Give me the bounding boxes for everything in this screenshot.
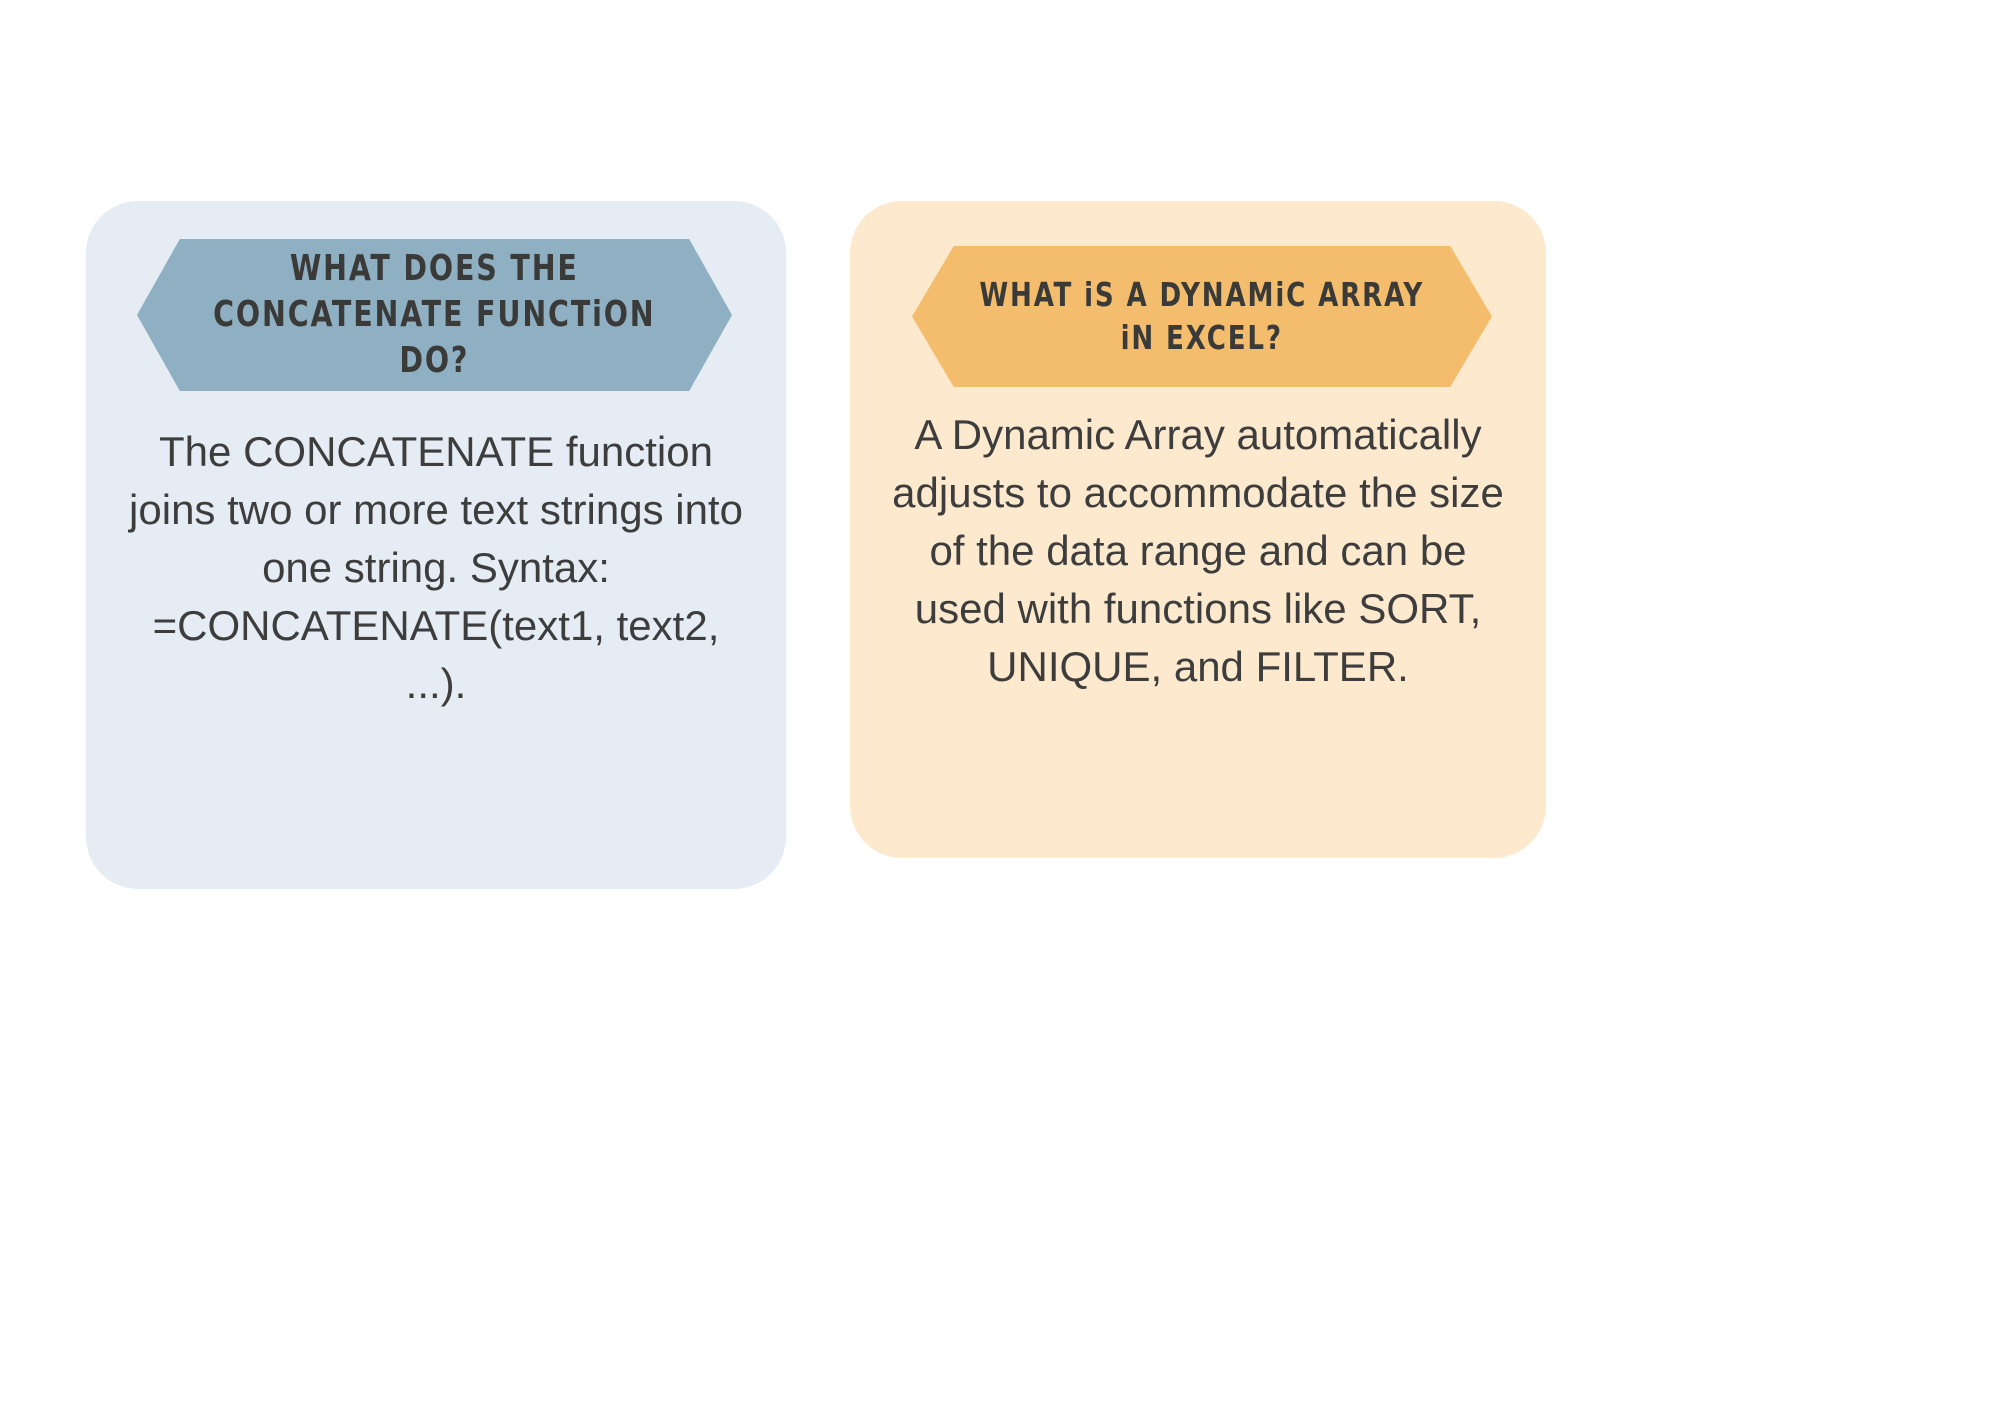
banner-dynamic-array: WHAT iS A DYNAMiC ARRAY iN EXCEL? (912, 246, 1492, 387)
card-body-concatenate: The CONCATENATE function joins two or mo… (129, 428, 743, 707)
card-body-dynamic-array: A Dynamic Array automatically adjusts to… (892, 411, 1504, 690)
banner-concatenate: WHAT DOES THE CONCATENATE FUNCTiON DO? (137, 239, 732, 391)
flashcard-dynamic-array[interactable]: WHAT iS A DYNAMiC ARRAY iN EXCEL? A Dyna… (850, 201, 1546, 858)
flashcard-concatenate[interactable]: WHAT DOES THE CONCATENATE FUNCTiON DO? T… (86, 201, 786, 889)
banner-title-dynamic-array: WHAT iS A DYNAMiC ARRAY iN EXCEL? (979, 275, 1425, 357)
banner-title-concatenate: WHAT DOES THE CONCATENATE FUNCTiON DO? (213, 247, 656, 382)
